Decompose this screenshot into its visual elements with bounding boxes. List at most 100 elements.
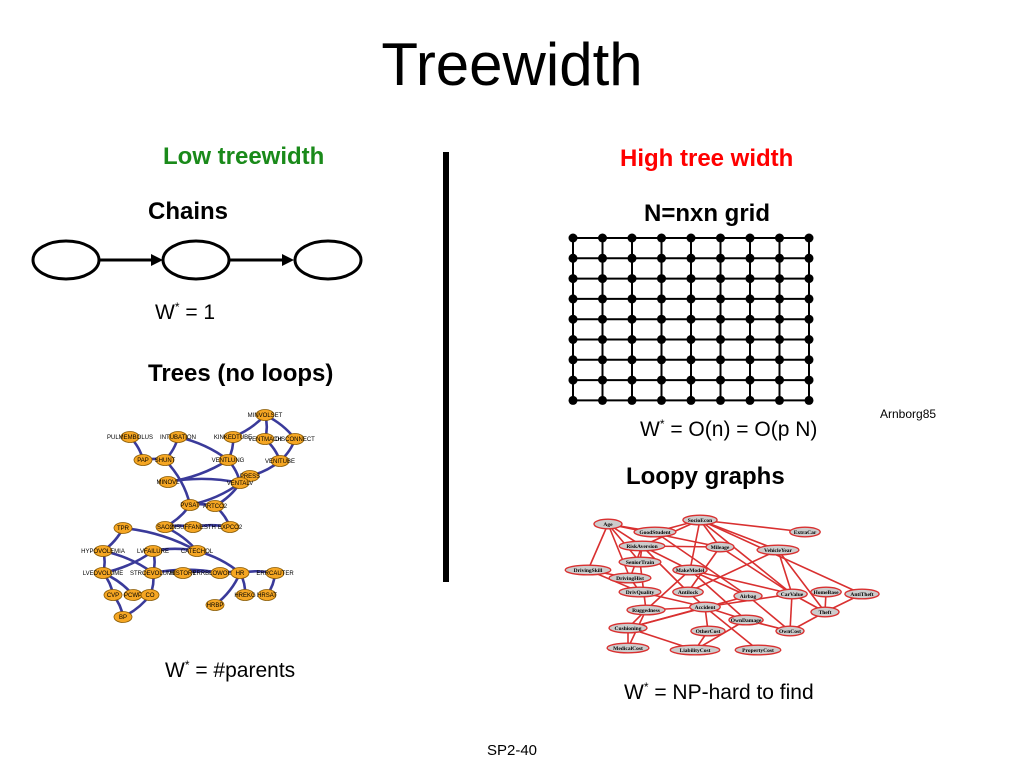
tree-node <box>168 431 188 443</box>
loopy-node-label: VehicleYear <box>764 548 792 554</box>
tree-node-label: SHUNT <box>155 458 176 464</box>
tree-node <box>173 567 193 579</box>
chain-node-2 <box>161 239 231 281</box>
loopy-node <box>608 622 648 634</box>
tree-node-label: CATECHOL <box>181 549 214 555</box>
grid-node <box>745 314 755 324</box>
grid-node <box>745 355 755 365</box>
grid-node <box>686 294 696 304</box>
tree-node-label: ARTCO2 <box>203 504 228 510</box>
grid-node <box>598 294 607 304</box>
loopy-node-label: OwnDamage <box>731 618 762 624</box>
chain-arrowhead-1 <box>151 254 163 266</box>
chain-diagram <box>31 239 363 281</box>
tree-node-label: HYPOVOLEMIA <box>81 549 125 555</box>
grid-node <box>804 395 814 405</box>
tree-node <box>265 567 285 579</box>
grid-node <box>568 233 578 243</box>
grid-treewidth-formula: W* = O(n) = O(p N) <box>640 417 818 441</box>
loopy-node <box>734 644 782 656</box>
loopy-edge <box>645 569 691 611</box>
loopy-node-label: HomeBase <box>813 590 839 596</box>
grid-node <box>598 375 607 385</box>
chain-node-1 <box>31 239 101 281</box>
loopy-node-label: RiskAversion <box>626 544 657 550</box>
grid-node <box>657 314 666 324</box>
grid-node <box>657 335 666 344</box>
tree-node <box>255 433 275 445</box>
grid-node <box>804 233 814 243</box>
tree-node-label: PAP <box>137 458 149 464</box>
loopy-node-label: DrivingSkill <box>574 568 603 574</box>
loopy-node <box>608 572 652 584</box>
grid-heading: N=nxn grid <box>644 200 771 227</box>
tree-node <box>230 567 250 579</box>
grid-node <box>745 395 755 405</box>
tree-node-label: VENITUBE <box>265 459 295 465</box>
loopy-edge <box>699 519 793 595</box>
loopy-node-label: Mileage <box>711 545 730 551</box>
tree-node <box>155 521 175 533</box>
grid-node <box>657 375 666 385</box>
tree-node-label: KINKEDTUBE <box>214 435 252 441</box>
loopy-node <box>618 586 662 598</box>
grid-node <box>775 274 784 284</box>
grid-node <box>804 274 814 284</box>
tree-node-label: HRSAT <box>257 593 277 599</box>
slide-number: SP2-40 <box>486 742 538 759</box>
loopy-edge <box>689 519 701 571</box>
loopy-node-label: DrivingHist <box>616 576 644 582</box>
loopy-node <box>756 544 800 556</box>
loopy-edge <box>699 519 779 551</box>
loopy-node <box>789 526 821 538</box>
grid-node <box>598 233 607 243</box>
tree-node-label: VENTLUNG <box>212 458 245 464</box>
loopy-node-label: Antilock <box>678 590 699 596</box>
grid-node <box>627 274 637 284</box>
loopy-node <box>593 518 623 530</box>
grid-node <box>686 274 696 284</box>
tree-treewidth-formula: W* = #parents <box>165 658 296 682</box>
tree-node <box>218 454 238 466</box>
grid-node <box>598 314 607 324</box>
tree-node <box>235 589 255 601</box>
tree-node <box>187 545 207 557</box>
grid-node <box>627 335 637 344</box>
grid-node <box>627 355 637 365</box>
grid-node <box>716 375 725 385</box>
tree-node <box>155 454 175 466</box>
grid-node <box>598 253 607 263</box>
grid-node <box>775 314 784 324</box>
tree-node <box>93 545 113 557</box>
tree-node-label: PVSAT <box>180 503 200 509</box>
grid-node <box>627 395 637 405</box>
loopy-node-label: Cushioning <box>615 626 642 632</box>
tree-node <box>140 589 160 601</box>
loopy-node <box>633 526 677 538</box>
grid-node <box>745 335 755 344</box>
tree-node-label: PRESS <box>240 474 260 480</box>
tree-node <box>180 499 200 511</box>
tree-node-label: INSUFFANESTH <box>170 525 216 531</box>
grid-node <box>627 375 637 385</box>
loopy-node <box>682 514 718 526</box>
loopy-node <box>618 540 666 552</box>
tree-node-label: HR <box>236 571 245 577</box>
grid-node <box>657 253 666 263</box>
tree-node <box>210 567 230 579</box>
grid-node <box>568 253 578 263</box>
loopy-edge <box>607 523 631 579</box>
grid-node <box>568 355 578 365</box>
tree-node <box>93 567 113 579</box>
grid-node <box>657 233 666 243</box>
grid-node <box>775 375 784 385</box>
grid-node <box>775 294 784 304</box>
loopy-node-label: SeniorTrain <box>626 560 654 566</box>
tree-node-label: VENTMACH <box>248 437 282 443</box>
tree-node-label: HREKG <box>234 593 256 599</box>
high-treewidth-heading: High tree width <box>620 145 794 172</box>
loopy-node-label: ExtraCar <box>794 530 817 536</box>
grid-node <box>745 375 755 385</box>
grid-node <box>775 355 784 365</box>
